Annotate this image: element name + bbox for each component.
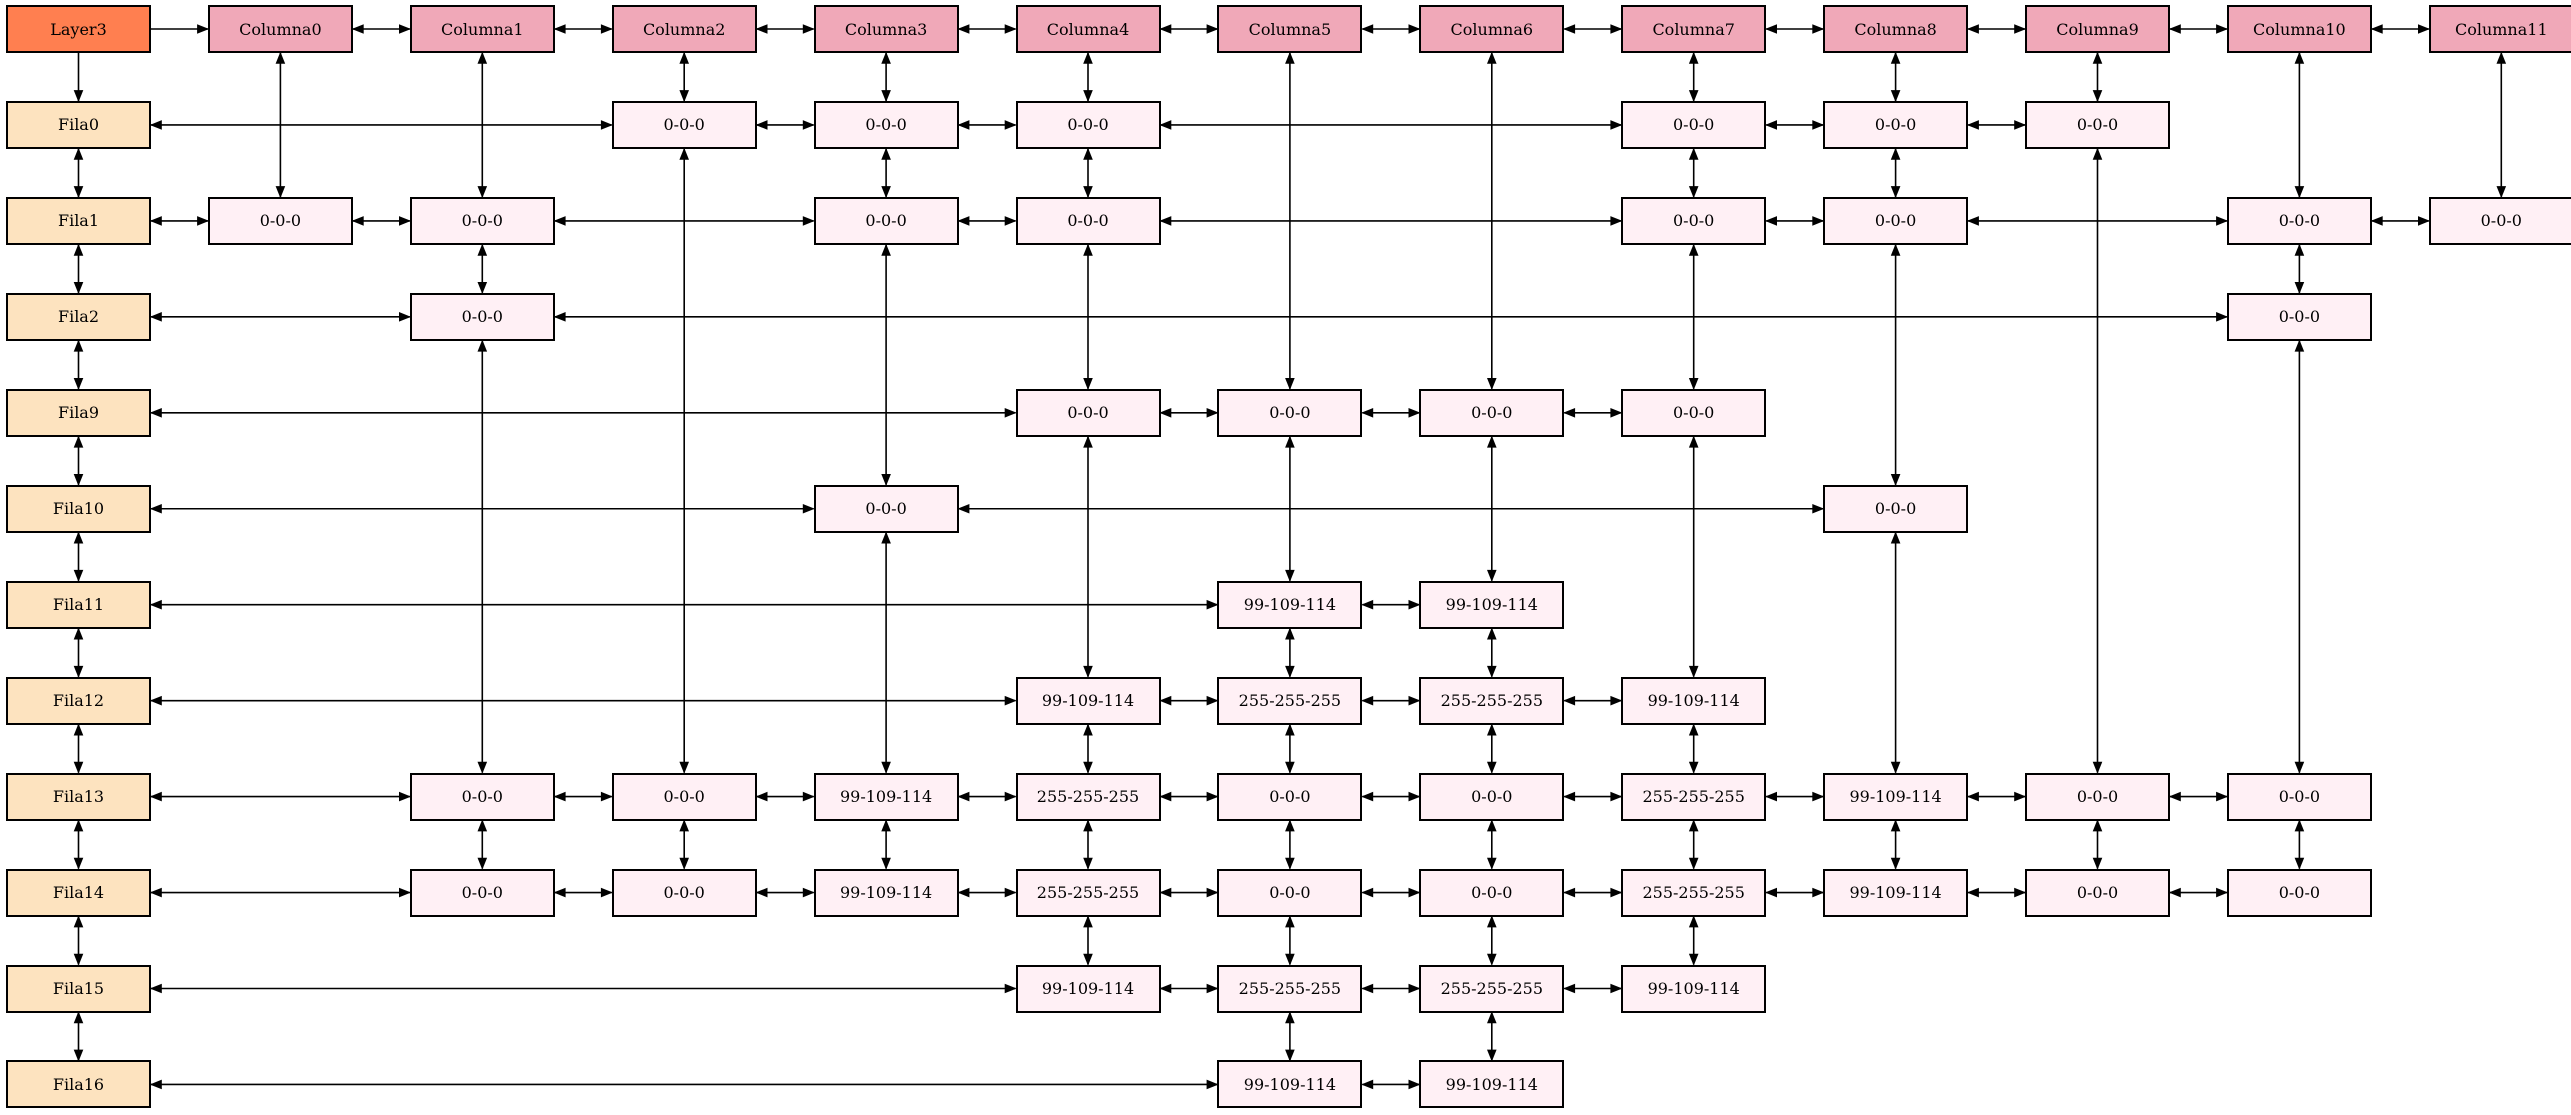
cell-r3-c6: 0-0-0 (1419, 388, 1565, 437)
cell-r4-c8: 0-0-0 (1823, 484, 1969, 533)
cell-r10-c6: 99-109-114 (1419, 1060, 1565, 1109)
cell-r9-c7: 99-109-114 (1621, 964, 1767, 1013)
cell-r3-c5: 0-0-0 (1217, 388, 1363, 437)
column-header-11: Columna11 (2428, 5, 2571, 53)
cell-r5-c6: 99-109-114 (1419, 580, 1565, 629)
column-header-5: Columna5 (1217, 5, 1363, 53)
cell-r0-c4: 0-0-0 (1015, 100, 1161, 149)
column-header-10: Columna10 (2226, 5, 2372, 53)
cell-r8-c5: 0-0-0 (1217, 868, 1363, 917)
row-header-4: Fila10 (6, 484, 151, 533)
row-header-6: Fila12 (6, 676, 151, 725)
cell-r6-c7: 99-109-114 (1621, 676, 1767, 725)
cell-r0-c3: 0-0-0 (813, 100, 959, 149)
cell-r7-c10: 0-0-0 (2226, 772, 2372, 821)
column-header-4: Columna4 (1015, 5, 1161, 53)
cell-r8-c4: 255-255-255 (1015, 868, 1161, 917)
cell-r7-c4: 255-255-255 (1015, 772, 1161, 821)
cell-r9-c6: 255-255-255 (1419, 964, 1565, 1013)
row-header-5: Fila11 (6, 580, 151, 629)
column-header-0: Columna0 (207, 5, 353, 53)
row-header-2: Fila2 (6, 292, 151, 341)
cell-r7-c2: 0-0-0 (611, 772, 757, 821)
column-header-2: Columna2 (611, 5, 757, 53)
cell-r9-c5: 255-255-255 (1217, 964, 1363, 1013)
column-header-7: Columna7 (1621, 5, 1767, 53)
cell-r8-c2: 0-0-0 (611, 868, 757, 917)
column-header-6: Columna6 (1419, 5, 1565, 53)
cell-r7-c9: 0-0-0 (2025, 772, 2170, 821)
cell-r2-c1: 0-0-0 (409, 292, 555, 341)
column-header-3: Columna3 (813, 5, 959, 53)
cell-r8-c8: 99-109-114 (1823, 868, 1969, 917)
cell-r4-c3: 0-0-0 (813, 484, 959, 533)
root-node: Layer3 (6, 5, 151, 53)
cell-r8-c9: 0-0-0 (2025, 868, 2170, 917)
cell-r0-c7: 0-0-0 (1621, 100, 1767, 149)
cell-r7-c3: 99-109-114 (813, 772, 959, 821)
column-header-1: Columna1 (409, 5, 555, 53)
cell-r10-c5: 99-109-114 (1217, 1060, 1363, 1109)
cell-r1-c7: 0-0-0 (1621, 196, 1767, 245)
cell-r1-c11: 0-0-0 (2428, 196, 2571, 245)
cell-r8-c1: 0-0-0 (409, 868, 555, 917)
cell-r7-c8: 99-109-114 (1823, 772, 1969, 821)
cell-r7-c7: 255-255-255 (1621, 772, 1767, 821)
cell-r6-c4: 99-109-114 (1015, 676, 1161, 725)
cell-r0-c8: 0-0-0 (1823, 100, 1969, 149)
cell-r6-c6: 255-255-255 (1419, 676, 1565, 725)
cell-r7-c1: 0-0-0 (409, 772, 555, 821)
cell-r8-c7: 255-255-255 (1621, 868, 1767, 917)
cell-r7-c5: 0-0-0 (1217, 772, 1363, 821)
cell-r1-c0: 0-0-0 (207, 196, 353, 245)
row-header-8: Fila14 (6, 868, 151, 917)
cell-r0-c2: 0-0-0 (611, 100, 757, 149)
row-header-9: Fila15 (6, 964, 151, 1013)
column-header-8: Columna8 (1823, 5, 1969, 53)
cell-r8-c3: 99-109-114 (813, 868, 959, 917)
cell-r3-c4: 0-0-0 (1015, 388, 1161, 437)
row-header-7: Fila13 (6, 772, 151, 821)
column-header-9: Columna9 (2025, 5, 2170, 53)
cell-r3-c7: 0-0-0 (1621, 388, 1767, 437)
cell-r2-c10: 0-0-0 (2226, 292, 2372, 341)
cell-r1-c8: 0-0-0 (1823, 196, 1969, 245)
cell-r5-c5: 99-109-114 (1217, 580, 1363, 629)
cell-r0-c9: 0-0-0 (2025, 100, 2170, 149)
cell-r7-c6: 0-0-0 (1419, 772, 1565, 821)
cell-r8-c10: 0-0-0 (2226, 868, 2372, 917)
cell-r1-c10: 0-0-0 (2226, 196, 2372, 245)
row-header-3: Fila9 (6, 388, 151, 437)
row-header-1: Fila1 (6, 196, 151, 245)
row-header-10: Fila16 (6, 1060, 151, 1109)
cell-r1-c1: 0-0-0 (409, 196, 555, 245)
row-header-0: Fila0 (6, 100, 151, 149)
cell-r1-c4: 0-0-0 (1015, 196, 1161, 245)
cell-r8-c6: 0-0-0 (1419, 868, 1565, 917)
cell-r9-c4: 99-109-114 (1015, 964, 1161, 1013)
cell-r6-c5: 255-255-255 (1217, 676, 1363, 725)
cell-r1-c3: 0-0-0 (813, 196, 959, 245)
